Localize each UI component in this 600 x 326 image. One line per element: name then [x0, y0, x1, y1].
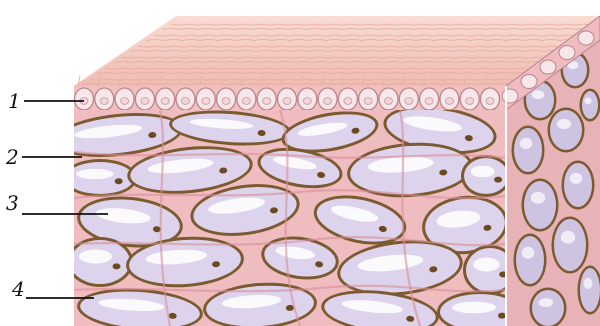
callout-2: 2 [5, 145, 82, 169]
side-space-highlight [532, 90, 545, 99]
side-space-interior [580, 268, 600, 312]
cell-nucleus [242, 98, 250, 105]
side-space-highlight [531, 192, 545, 204]
side-space-highlight [557, 119, 571, 129]
side-epithelial-cell [502, 89, 518, 103]
cell-nucleus [344, 98, 352, 105]
side-epithelial-cell [521, 75, 537, 89]
cell-nucleus [202, 98, 210, 105]
side-space-interior [564, 163, 592, 207]
label-4: 4 [11, 277, 25, 301]
side-space-interior [514, 128, 542, 172]
label-3: 3 [6, 191, 19, 215]
label-2: 2 [5, 145, 19, 169]
cell-nucleus [324, 98, 332, 105]
fluid-space [63, 159, 137, 197]
side-space-interior [532, 290, 564, 326]
side-space-highlight [520, 138, 533, 149]
callout-1: 1 [8, 89, 84, 113]
cell-nucleus [466, 98, 474, 105]
side-space-interior [516, 236, 544, 284]
side-space-highlight [539, 298, 553, 307]
fluid-space-highlight [76, 169, 113, 179]
side-epithelial-cell [559, 46, 575, 60]
cell-nucleus [385, 98, 393, 105]
label-1: 1 [8, 89, 21, 113]
fibroblast-nucleus [494, 177, 502, 183]
fibroblast-nucleus [115, 178, 123, 184]
fluid-space-highlight [473, 257, 499, 271]
cell-nucleus [182, 98, 190, 105]
side-epithelial-cell [540, 60, 556, 74]
fibroblast-nucleus [113, 263, 121, 269]
side-space-interior [582, 91, 598, 119]
cell-nucleus [364, 98, 372, 105]
cell-nucleus [141, 98, 149, 105]
cell-nucleus [445, 98, 453, 105]
side-epithelial-cell [578, 31, 594, 45]
cell-nucleus [405, 98, 413, 105]
side-space-highlight [570, 173, 583, 184]
cell-nucleus [283, 98, 291, 105]
cell-nucleus [263, 98, 271, 105]
cell-nucleus [222, 98, 230, 105]
side-space-highlight [522, 247, 535, 259]
fluid-space-highlight [452, 302, 496, 314]
fluid-space-highlight [471, 166, 495, 178]
fluid-space [461, 155, 511, 197]
side-space-interior [524, 181, 556, 229]
cell-nucleus [121, 98, 129, 105]
side-space-highlight [561, 231, 575, 244]
cell-nucleus [303, 98, 311, 105]
fibroblast-nucleus [498, 313, 506, 319]
cell-nucleus [486, 98, 494, 105]
cell-nucleus [425, 98, 433, 105]
side-space-interior [550, 110, 582, 150]
fluid-space-highlight [79, 249, 112, 263]
cell-nucleus [161, 98, 169, 105]
cell-nucleus [100, 98, 108, 105]
side-space-highlight [584, 278, 593, 289]
side-space-highlight [584, 97, 591, 104]
side-space-interior [554, 219, 586, 271]
